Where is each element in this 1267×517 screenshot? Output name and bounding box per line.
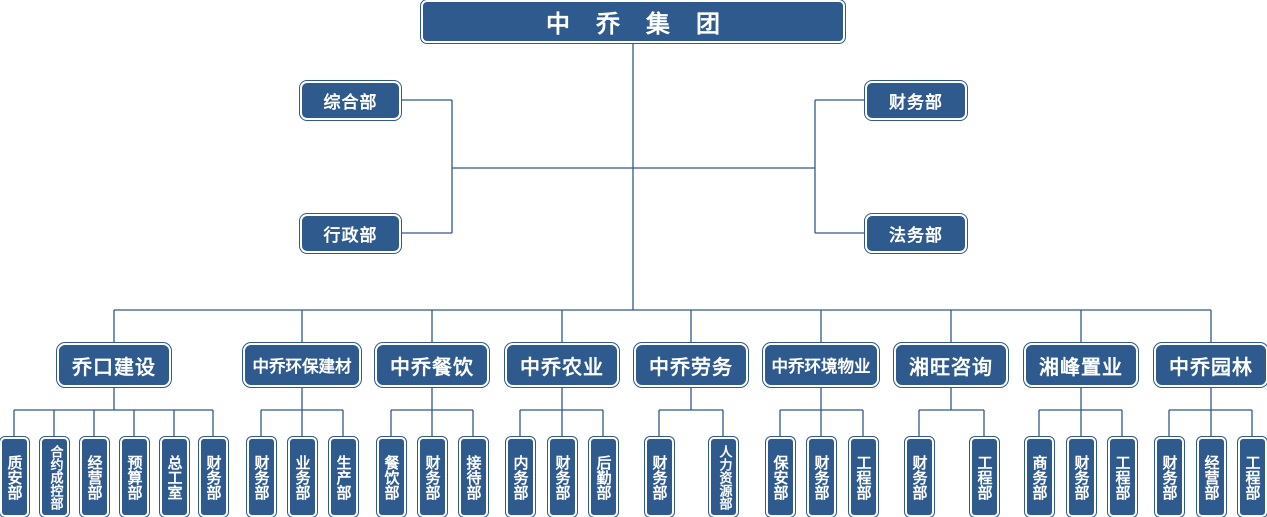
department-node: 财务部	[547, 436, 578, 517]
subsidiary-node: 湘旺咨询	[893, 342, 1009, 388]
subsidiary-node: 中乔劳务	[633, 342, 749, 388]
department-node: 工程部	[848, 436, 879, 517]
department-node: 业务部	[287, 436, 318, 517]
staff-node-caiwu: 财务部	[864, 80, 968, 121]
department-node: 财务部	[246, 436, 277, 517]
subsidiary-node: 中乔农业	[504, 342, 620, 388]
department-node: 经营部	[1196, 436, 1227, 517]
department-node: 财务部	[417, 436, 448, 517]
department-node: 质安部	[0, 436, 30, 517]
subsidiary-node: 中乔环保建材	[242, 342, 362, 388]
department-node: 财务部	[1154, 436, 1185, 517]
department-node: 接待部	[458, 436, 489, 517]
department-node: 工程部	[1237, 436, 1267, 517]
subsidiary-node: 乔口建设	[56, 342, 172, 388]
department-node: 经营部	[79, 436, 110, 517]
department-node: 财务部	[1066, 436, 1097, 517]
subsidiary-node: 中乔餐饮	[374, 342, 490, 388]
department-node: 人力资源部	[708, 436, 739, 517]
department-node: 商务部	[1024, 436, 1055, 517]
department-node: 总工室	[159, 436, 190, 517]
department-node: 财务部	[644, 436, 675, 517]
department-node: 财务部	[904, 436, 935, 517]
subsidiary-node: 中乔环境物业	[762, 342, 880, 388]
staff-node-zonghe: 综合部	[299, 80, 402, 121]
department-node: 餐饮部	[376, 436, 407, 517]
subsidiary-node: 湘峰置业	[1023, 342, 1139, 388]
department-node: 后勤部	[588, 436, 619, 517]
department-node: 内务部	[505, 436, 536, 517]
department-node: 工程部	[969, 436, 1000, 517]
department-node: 合约成控部	[39, 436, 70, 517]
department-node: 保安部	[765, 436, 796, 517]
root-node: 中乔集团	[420, 0, 846, 44]
subsidiary-node: 中乔园林	[1153, 342, 1267, 388]
department-node: 预算部	[119, 436, 150, 517]
department-node: 工程部	[1107, 436, 1138, 517]
department-node: 财务部	[198, 436, 229, 517]
staff-node-fawu: 法务部	[864, 213, 968, 254]
department-node: 财务部	[806, 436, 837, 517]
department-node: 生产部	[328, 436, 359, 517]
connectors	[13, 42, 1253, 438]
staff-node-xingzheng: 行政部	[299, 213, 402, 254]
